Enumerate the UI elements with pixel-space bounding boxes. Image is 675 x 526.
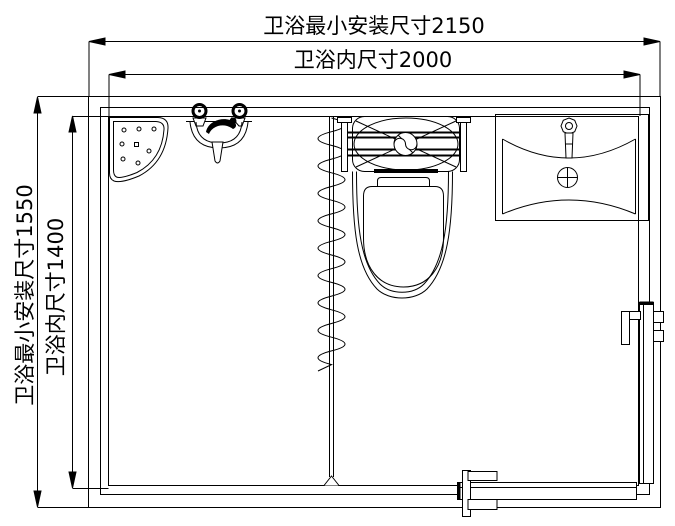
walls [88, 96, 661, 508]
dimension-left-outer-line [33, 96, 89, 508]
dimension-label-top-outer: 卫浴最小安装尺寸2150 [263, 14, 485, 38]
wash-basin-icon [495, 114, 649, 221]
wall-inner-edge [100, 107, 650, 495]
dimension-arrow [108, 70, 126, 79]
dimension-top-outer-line [88, 37, 661, 96]
dimension-arrow [33, 490, 42, 508]
dimension-left-inner-line [68, 115, 109, 489]
shower-mixer-faucet-icon [186, 103, 252, 164]
wall-outer-edge [88, 96, 661, 508]
sliding-door-horizontal-panel-icon [457, 470, 637, 517]
dimension-top-inner-line [108, 70, 641, 116]
dimension-arrow [68, 471, 77, 489]
dimension-label-left-inner: 卫浴内尺寸1400 [44, 217, 68, 377]
dimension-label-top-inner: 卫浴内尺寸2000 [293, 48, 453, 72]
corner-shelf-icon [109, 117, 169, 183]
dimension-arrow [33, 96, 42, 114]
sliding-door-vertical-panel-icon [621, 301, 664, 484]
dimension-arrow [68, 115, 77, 133]
toilet-with-grab-rails-icon [337, 116, 471, 299]
dimension-arrow [88, 37, 106, 46]
shower-curtain-icon [317, 117, 346, 486]
dimension-arrow [643, 37, 661, 46]
dimension-label-left-outer: 卫浴最小安装尺寸1550 [13, 184, 37, 406]
dimension-arrow [623, 70, 641, 79]
